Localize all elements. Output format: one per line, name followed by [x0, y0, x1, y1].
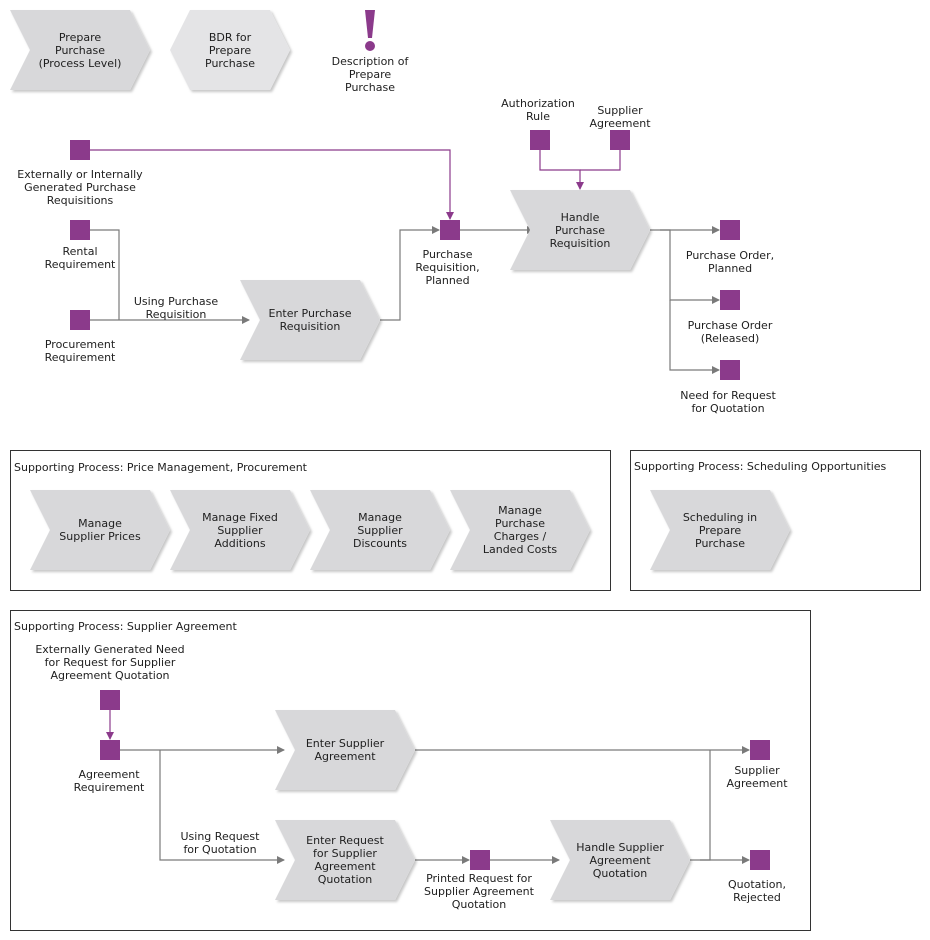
ext-req-label: Externally or Internally Generated Purch… [17, 168, 143, 207]
printed-rfq-object[interactable] [470, 850, 490, 870]
supplier-agreement-out-object[interactable] [750, 740, 770, 760]
quotation-rejected-label: Quotation, Rejected [728, 878, 786, 904]
enter-rfq-process[interactable] [275, 820, 415, 900]
pr-planned-label: Purchase Requisition, Planned [415, 248, 480, 287]
enter-rfq-label: Enter Request for Supplier Agreement Quo… [306, 834, 384, 886]
ext-need-label: Externally Generated Need for Request fo… [35, 643, 185, 682]
po-released-object[interactable] [720, 290, 740, 310]
legend-process-level-label: Prepare Purchase (Process Level) [38, 30, 122, 70]
handle-pr-label: Handle Purchase Requisition [549, 210, 611, 250]
bdr-shape[interactable] [170, 10, 290, 90]
connector-handle-to-released [660, 229, 720, 304]
po-released-label: Purchase Order (Released) [687, 319, 773, 345]
ext-need-object[interactable] [100, 690, 120, 710]
manage-discounts-label: Manage Supplier Discounts [352, 510, 408, 550]
po-planned-label: Purchase Order, Planned [685, 249, 775, 275]
legend-bdr-label: BDR for Prepare Purchase [205, 30, 255, 70]
enter-pr-label: Enter Purchase Requisition [268, 307, 352, 333]
legend-description-label: Description of Prepare Purchase [331, 55, 409, 94]
manage-fixed-additions-label: Manage Fixed Supplier Additions [202, 510, 278, 550]
manage-charges-process[interactable] [450, 490, 590, 570]
scheduling-label: Scheduling in Prepare Purchase [682, 510, 758, 550]
pr-planned-object[interactable] [440, 220, 460, 240]
procurement-label: Procurement Requirement [44, 338, 116, 364]
price-mgmt-frame: Supporting Process: Price Management, Pr… [10, 450, 611, 591]
manage-charges-label: Manage Purchase Charges / Landed Costs [482, 504, 558, 556]
handle-pr-process[interactable] [510, 190, 650, 270]
scheduling-process[interactable] [650, 490, 790, 570]
supplier-agreement-out-label: Supplier Agreement [726, 764, 788, 790]
supplier-agreement-object[interactable] [610, 130, 630, 150]
connector-handle-to-rfq [669, 300, 720, 374]
supplier-agreement-label: Supplier Agreement [589, 104, 651, 130]
manage-supplier-prices-label: Manage Supplier Prices [59, 517, 141, 543]
rental-label: Rental Requirement [44, 245, 116, 271]
need-rfq-label: Need for Request for Quotation [680, 389, 776, 415]
scheduling-frame: Supporting Process: Scheduling Opportuni… [630, 450, 921, 591]
need-rfq-object[interactable] [720, 360, 740, 380]
auth-rule-label: Authorization Rule [501, 97, 575, 123]
enter-pr-process[interactable] [240, 280, 380, 360]
procurement-object[interactable] [70, 310, 90, 330]
using-pr-label: Using Purchase Requisition [133, 295, 219, 321]
price-mgmt-title: Supporting Process: Price Management, Pr… [14, 461, 307, 474]
connector-ext-to-pr [90, 149, 454, 220]
auth-rule-object[interactable] [530, 130, 550, 150]
connector-supplier-agreement [580, 150, 621, 171]
enter-sa-process[interactable] [275, 710, 415, 790]
connector-handle-to-agreement [700, 750, 711, 861]
printed-rfq-label: Printed Request for Supplier Agreement Q… [424, 872, 534, 911]
scheduling-title: Supporting Process: Scheduling Opportuni… [634, 460, 887, 473]
agreement-req-label: Agreement Requirement [73, 768, 145, 794]
manage-discounts-process[interactable] [310, 490, 450, 570]
quotation-rejected-object[interactable] [750, 850, 770, 870]
process-level-shape[interactable] [10, 10, 150, 90]
manage-supplier-prices-process[interactable] [30, 490, 170, 570]
supplier-agreement-frame: Supporting Process: Supplier Agreement [10, 610, 811, 931]
connector-rental [90, 229, 120, 320]
agreement-req-object[interactable] [100, 740, 120, 760]
connector-auth-rule [539, 150, 584, 190]
ext-req-object[interactable] [70, 140, 90, 160]
manage-fixed-additions-process[interactable] [170, 490, 310, 570]
using-rfq-label: Using Request for Quotation [180, 830, 260, 856]
supplier-agreement-title: Supporting Process: Supplier Agreement [14, 620, 237, 633]
po-planned-object[interactable] [720, 220, 740, 240]
connector-agreement-to-rfq [159, 750, 285, 864]
handle-saq-process[interactable] [550, 820, 690, 900]
enter-sa-label: Enter Supplier Agreement [305, 737, 385, 763]
exclamation-icon[interactable] [365, 10, 375, 51]
rental-object[interactable] [70, 220, 90, 240]
connector-enter-to-pr [380, 226, 440, 321]
handle-saq-label: Handle Supplier Agreement Quotation [576, 840, 664, 880]
